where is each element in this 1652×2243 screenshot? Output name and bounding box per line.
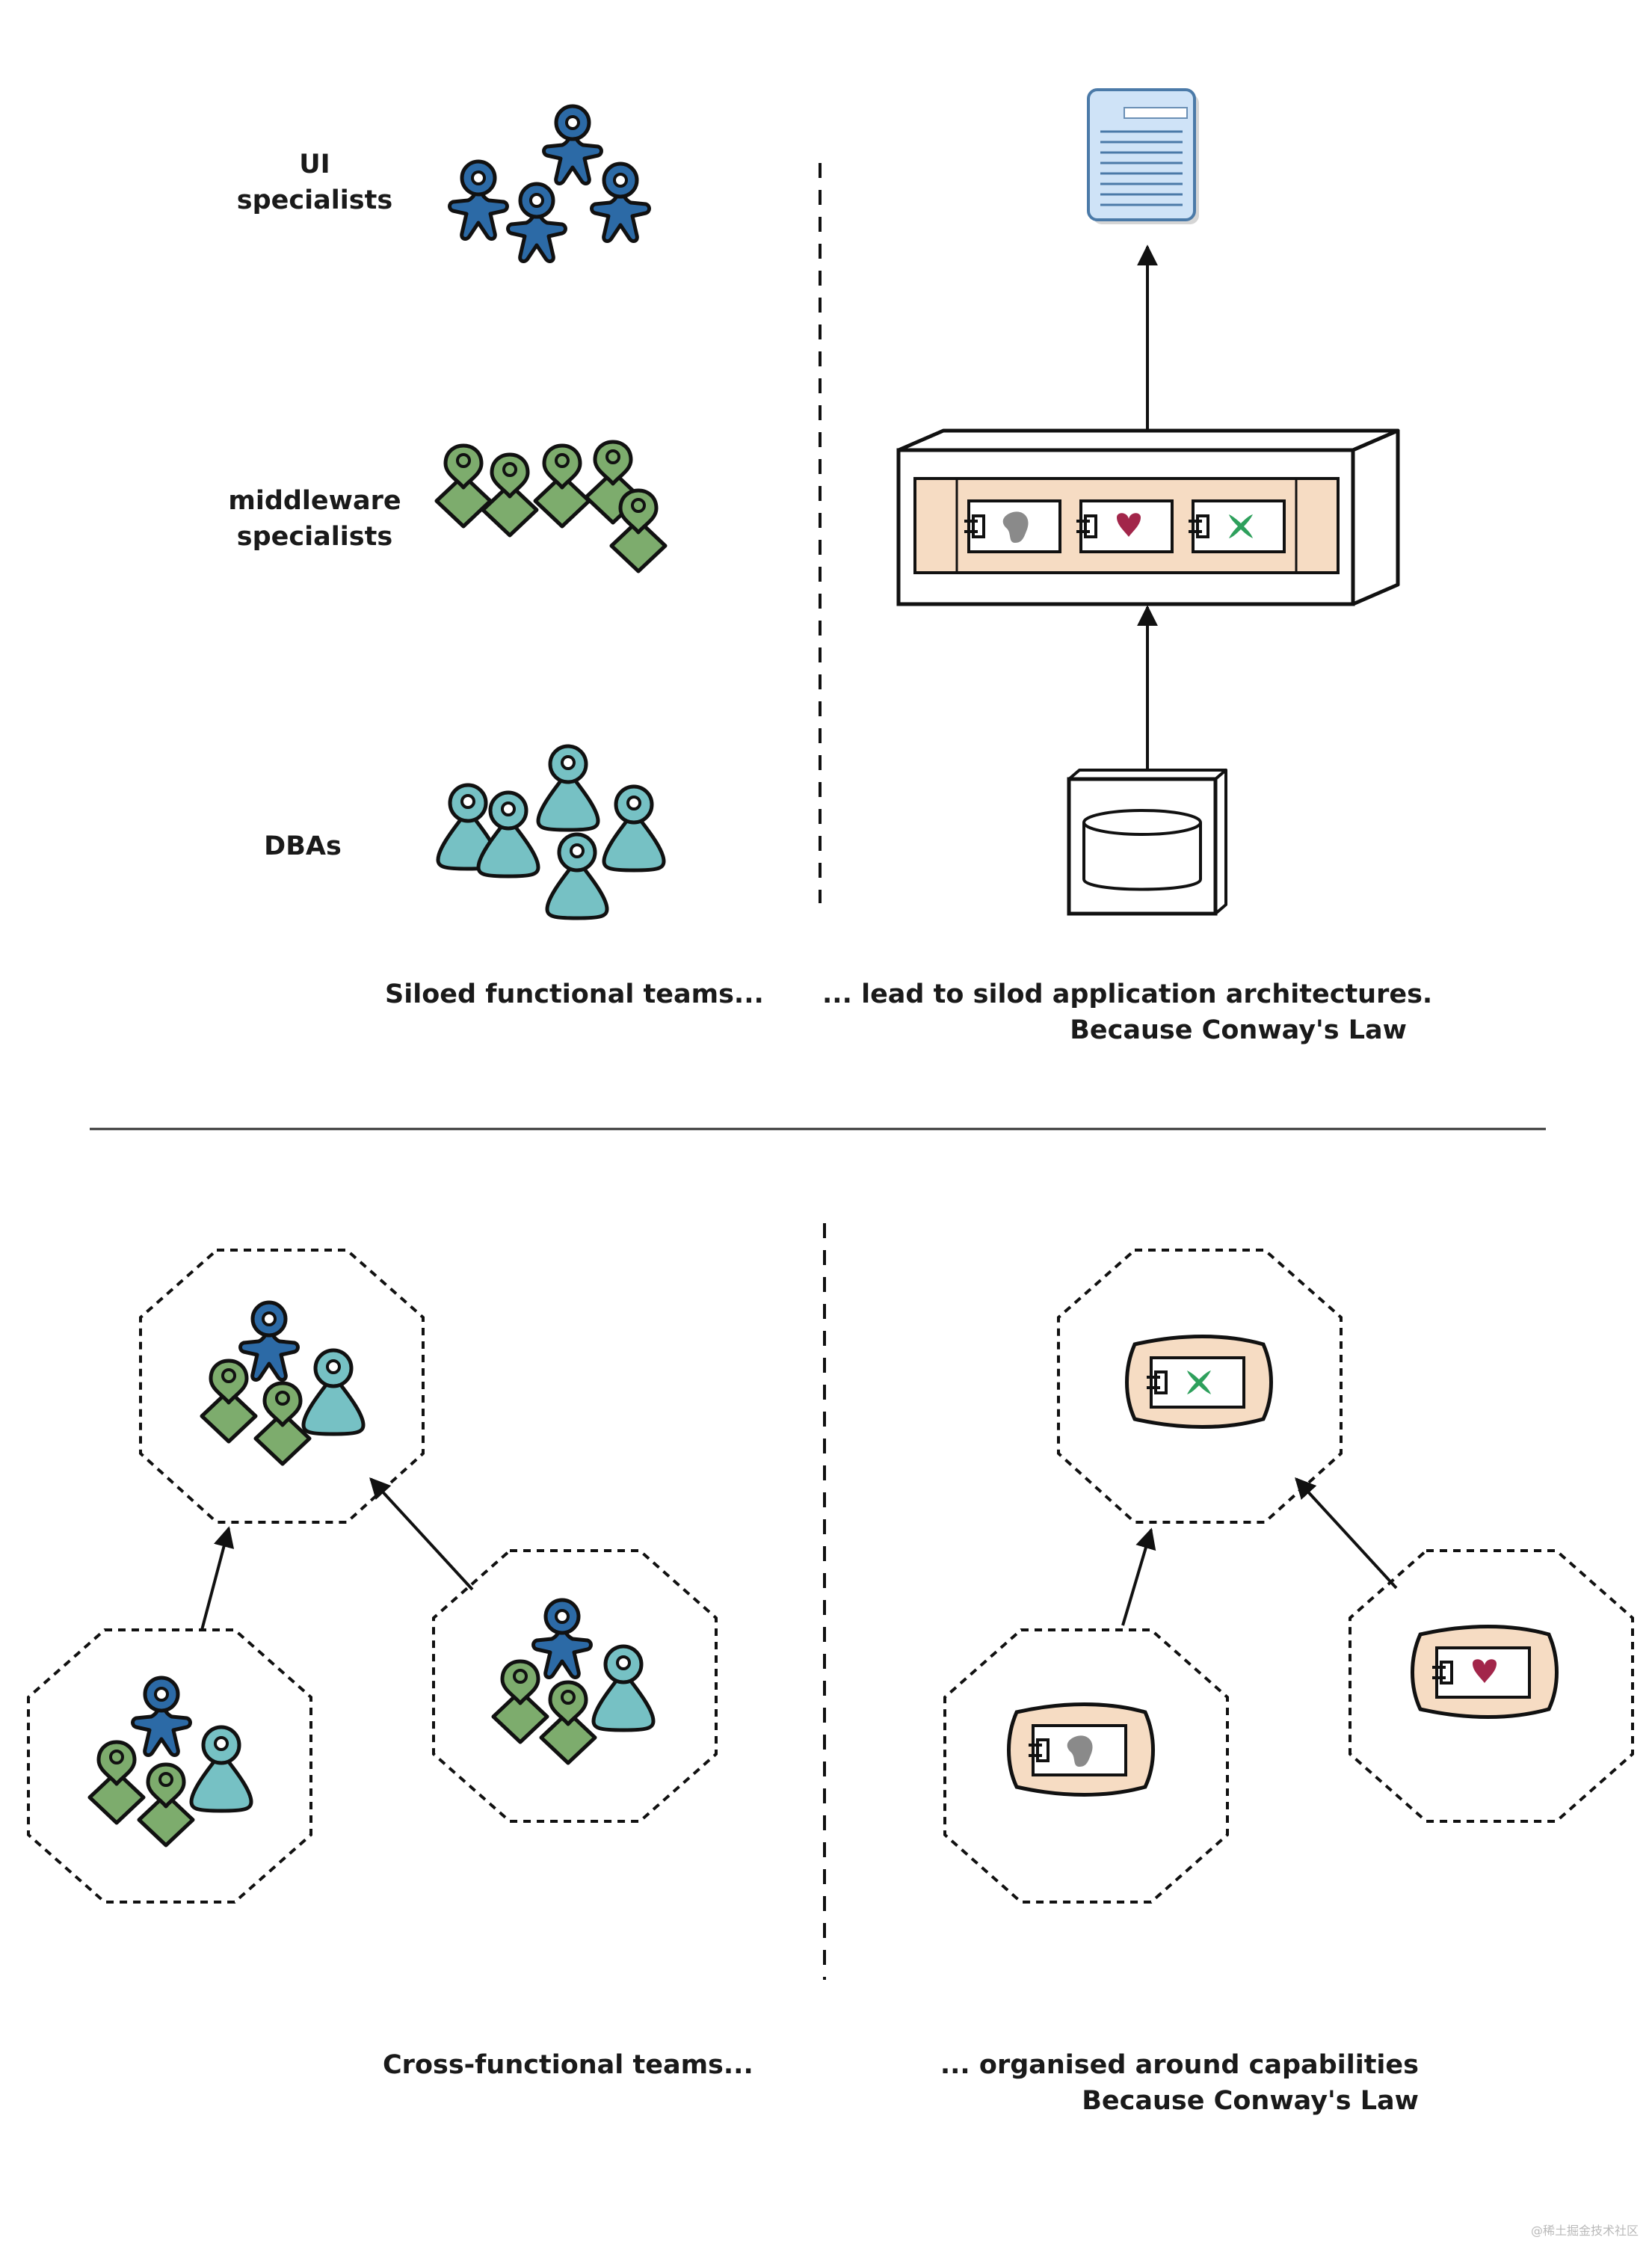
arrow-service-right-to-top — [1295, 1477, 1398, 1590]
caption-siloed-teams: Siloed functional teams... — [385, 979, 764, 1009]
caption-line: ... organised around capabilities — [940, 2050, 1419, 2080]
team-octagon-top — [139, 1249, 425, 1524]
caption-silod-architectures: ... lead to silod application architectu… — [822, 976, 1433, 1048]
service-octagon-top — [1057, 1249, 1343, 1524]
arrow-team-left-to-top — [200, 1526, 235, 1631]
role-label-line: middleware — [228, 486, 401, 516]
database-icon — [1067, 769, 1227, 916]
component-icon — [1075, 499, 1174, 553]
team-octagon-bottom-right — [432, 1549, 718, 1823]
caption-line: ... lead to silod application architectu… — [822, 979, 1433, 1009]
role-label-middleware: middleware specialists — [217, 483, 413, 555]
component-icon — [1187, 499, 1286, 553]
arrow-service-left-to-top — [1121, 1527, 1156, 1626]
middleware-specialists-group — [437, 442, 665, 571]
arrow-team-right-to-top — [369, 1477, 474, 1591]
team-octagon-bottom-left — [27, 1628, 312, 1904]
role-label-ui: UI specialists — [217, 147, 413, 218]
monolith-application-box — [896, 428, 1400, 606]
service-octagon-bottom-right — [1349, 1549, 1634, 1823]
role-label-line: DBAs — [264, 831, 342, 861]
ui-specialists-group — [450, 106, 650, 261]
role-label-line: specialists — [236, 185, 393, 215]
caption-cross-functional-teams: Cross-functional teams... — [383, 2050, 753, 2080]
service-octagon-bottom-left — [943, 1628, 1229, 1904]
role-label-line: UI — [299, 150, 330, 179]
role-label-dba: DBAs — [217, 828, 389, 864]
watermark: @稀土掘金技术社区 — [1530, 2224, 1639, 2238]
document-icon — [1087, 88, 1199, 224]
caption-organised-capabilities: ... organised around capabilities Becaus… — [897, 2047, 1419, 2119]
role-label-line: specialists — [236, 522, 393, 552]
caption-line: Because Conway's Law — [1082, 2086, 1419, 2116]
dba-group — [438, 746, 664, 918]
caption-line: Because Conway's Law — [1070, 1015, 1407, 1045]
component-icon — [963, 499, 1061, 553]
